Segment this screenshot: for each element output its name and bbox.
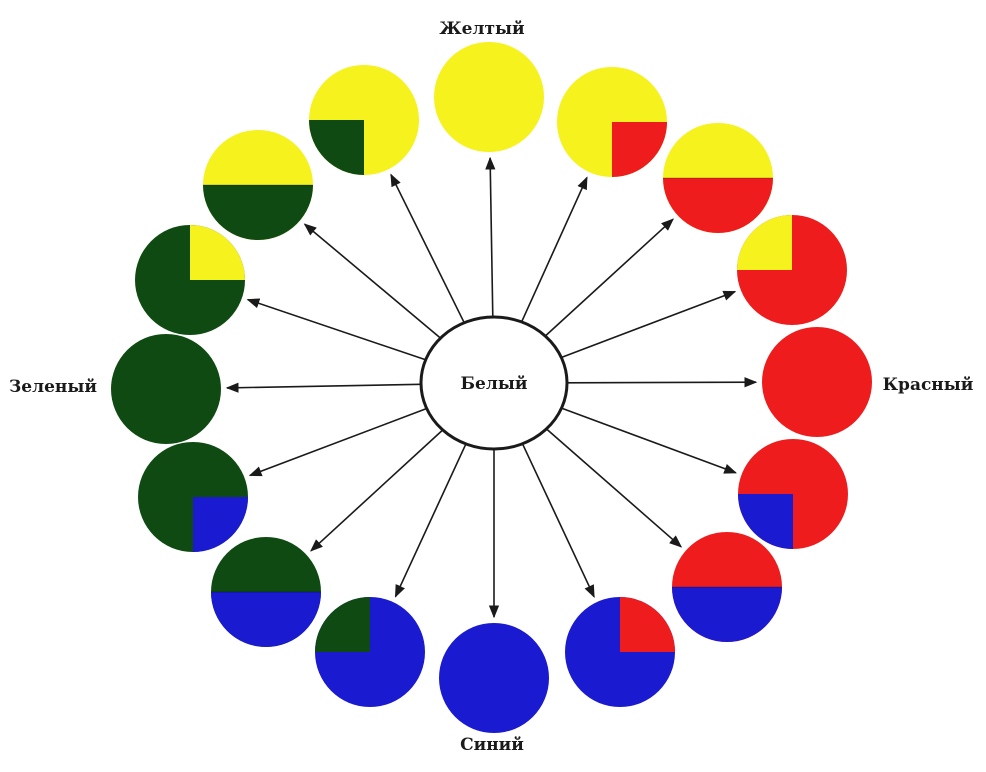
center-node: Белый (419, 315, 569, 451)
label-green: Зеленый (9, 377, 97, 397)
disc-half-segment (203, 185, 313, 240)
disc-green-yellow-quarter (135, 225, 245, 335)
disc-yellow-red-half (663, 123, 773, 233)
arrow-to-disc-yellow (485, 156, 496, 318)
disc-red-blue-quarter (738, 439, 848, 549)
arrow-to-disc-red-blue-half (545, 428, 683, 548)
arrow-to-disc-yellow-red-quarter (520, 176, 588, 323)
label-red: Красный (883, 375, 974, 395)
arrow-to-disc-yellow-red-half (544, 218, 674, 337)
disc-yellow-red-quarter (557, 67, 667, 177)
disc-quarter-segment (737, 215, 792, 270)
disc-quarter-segment (190, 225, 245, 280)
label-blue: Синий (460, 735, 524, 755)
arrow-to-disc-blue-red-quarter (521, 443, 595, 598)
label-yellow: Желтый (439, 19, 525, 39)
disc-quarter-segment (738, 494, 793, 549)
disc-blue-green-quarter (315, 597, 425, 707)
disc-quarter-segment (612, 122, 667, 177)
disc-blue (439, 623, 549, 733)
disc-half-segment (211, 592, 321, 647)
disc-base (439, 623, 549, 733)
disc-green-blue-half (211, 537, 321, 647)
disc-quarter-segment (309, 120, 364, 175)
disc-quarter-segment (620, 597, 675, 652)
disc-half-segment (672, 587, 782, 642)
disc-yellow-green-quarter (309, 65, 419, 175)
disc-blue-red-quarter (565, 597, 675, 707)
discs-layer (111, 42, 872, 733)
arrow-to-disc-green-yellow-quarter (246, 298, 426, 361)
arrows-layer (225, 156, 758, 619)
arrow-to-disc-green-blue-half (310, 429, 444, 552)
arrow-to-disc-yellow-green-half (303, 223, 442, 339)
disc-red (762, 327, 872, 437)
disc-red-yellow-quarter (737, 215, 847, 325)
disc-base (762, 327, 872, 437)
disc-quarter-segment (315, 597, 370, 652)
center-label: Белый (461, 374, 528, 394)
disc-yellow-green-half (203, 130, 313, 240)
center-circle (419, 315, 569, 451)
arrow-to-disc-yellow-green-quarter (390, 173, 465, 324)
disc-red-blue-half (672, 532, 782, 642)
disc-base (111, 334, 221, 444)
arrow-to-disc-green-blue-quarter (248, 407, 427, 477)
arrow-to-disc-red-blue-quarter (561, 407, 737, 474)
arrow-to-disc-blue-green-quarter (394, 443, 467, 598)
disc-quarter-segment (193, 497, 248, 552)
disc-green (111, 334, 221, 444)
disc-yellow (434, 42, 544, 152)
disc-green-blue-quarter (138, 442, 248, 552)
arrow-to-disc-red (566, 377, 758, 388)
arrow-to-disc-green (225, 382, 422, 393)
arrow-to-disc-red-yellow-quarter (561, 290, 737, 359)
disc-base (434, 42, 544, 152)
disc-half-segment (663, 178, 773, 233)
